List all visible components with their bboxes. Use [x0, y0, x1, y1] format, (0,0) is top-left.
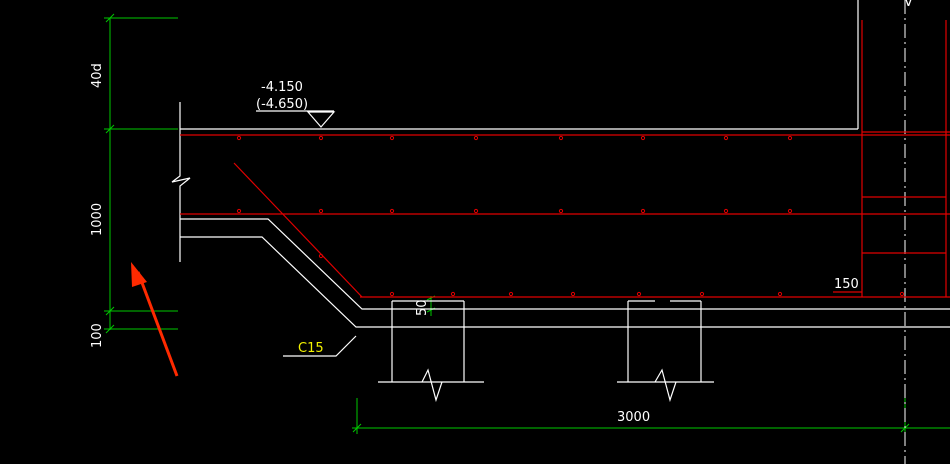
- dim-150-text: 150: [834, 277, 859, 292]
- level-top-text: -4.150: [261, 80, 303, 95]
- rebar-dots: [236, 135, 905, 297]
- dim-50-text: 50: [415, 299, 430, 316]
- dim-1000-text: 1000: [90, 203, 105, 236]
- dim-100-text: 100: [90, 323, 105, 348]
- structure-outline: [171, 0, 950, 403]
- dimension-bottom: [352, 398, 950, 434]
- dim-40d-text: 40d: [90, 63, 105, 88]
- annotation-arrow: [131, 262, 179, 377]
- c15-label: C15: [298, 341, 324, 356]
- dimension-left: [104, 13, 178, 334]
- rebar: [180, 20, 950, 298]
- dim-3000-text: 3000: [617, 410, 650, 425]
- level-bottom-text: (-4.650): [256, 97, 308, 112]
- dim-v-text: V: [904, 0, 913, 10]
